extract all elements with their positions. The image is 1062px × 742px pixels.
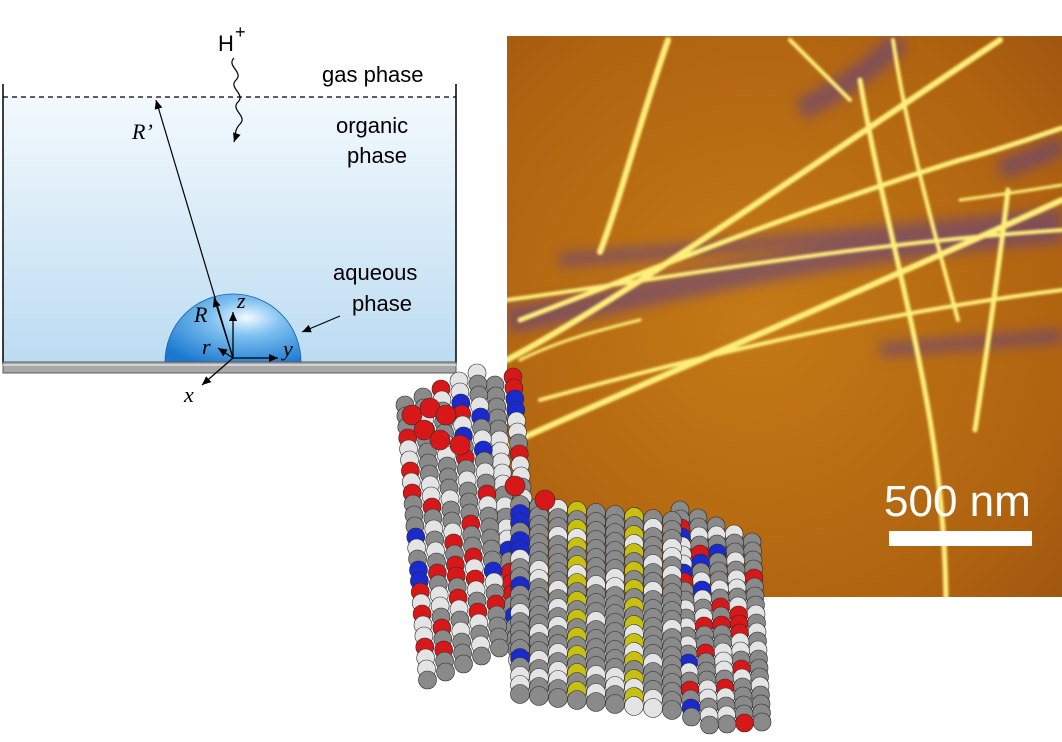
z-label: z	[236, 288, 246, 313]
atom	[534, 489, 556, 511]
afm-background	[507, 36, 1062, 597]
atom	[605, 694, 625, 714]
proton-label: H	[218, 31, 234, 56]
fiber	[972, 187, 1011, 433]
atom	[529, 686, 549, 706]
scale-bar	[889, 531, 1032, 546]
aqueous-phase-label-line2: phase	[352, 291, 412, 316]
substrate	[2, 361, 457, 374]
atom	[586, 692, 606, 712]
fiber	[507, 197, 1062, 448]
atom	[735, 713, 754, 733]
atom	[429, 429, 451, 451]
scale-bar-label: 500 nm	[884, 477, 1031, 526]
r-axis	[217, 347, 234, 359]
atom	[454, 654, 473, 674]
atom	[662, 700, 682, 720]
atom	[472, 646, 491, 666]
fiber	[958, 183, 1062, 202]
atom	[413, 419, 435, 441]
atom	[548, 688, 568, 708]
aqueous-phase-label-line1: aqueous	[333, 260, 417, 285]
r-small-label: r	[202, 334, 211, 359]
atom	[510, 684, 530, 704]
afm-fibers	[507, 37, 1062, 597]
gas-phase-label: gas phase	[322, 62, 424, 87]
radius-r-prime-line	[154, 99, 234, 359]
atom	[643, 698, 663, 718]
atom	[567, 690, 587, 710]
atom	[449, 434, 471, 456]
y-label: y	[281, 336, 293, 361]
fiber	[597, 37, 671, 255]
atom	[401, 404, 423, 426]
radius-r-line	[212, 297, 234, 359]
atom	[490, 638, 509, 658]
x-axis	[201, 357, 234, 386]
organic-phase-label-line2: phase	[347, 143, 407, 168]
atom	[682, 707, 701, 727]
r-big-label: R	[193, 302, 208, 327]
x-label: x	[183, 382, 194, 407]
molecular-model	[395, 363, 772, 735]
atom	[435, 404, 457, 426]
fiber	[788, 38, 852, 102]
atom	[418, 670, 437, 690]
proton-charge-label: +	[235, 22, 246, 42]
atom	[504, 475, 526, 497]
aqueous-pointer-arrow	[301, 315, 341, 333]
atom	[717, 714, 737, 734]
atom	[624, 696, 644, 716]
atom	[752, 712, 772, 732]
r-prime-label: R’	[131, 119, 153, 144]
atom	[436, 662, 455, 682]
fiber	[891, 38, 960, 322]
organic-phase-label-line1: organic	[336, 113, 408, 138]
fiber	[518, 318, 642, 362]
atom	[700, 715, 719, 735]
afm-image: 500 nm	[507, 36, 1062, 597]
proton-transfer-arrow	[231, 57, 243, 143]
liquid-cell-schematic: H + gas phase organic phase aqueous phas…	[2, 22, 457, 407]
